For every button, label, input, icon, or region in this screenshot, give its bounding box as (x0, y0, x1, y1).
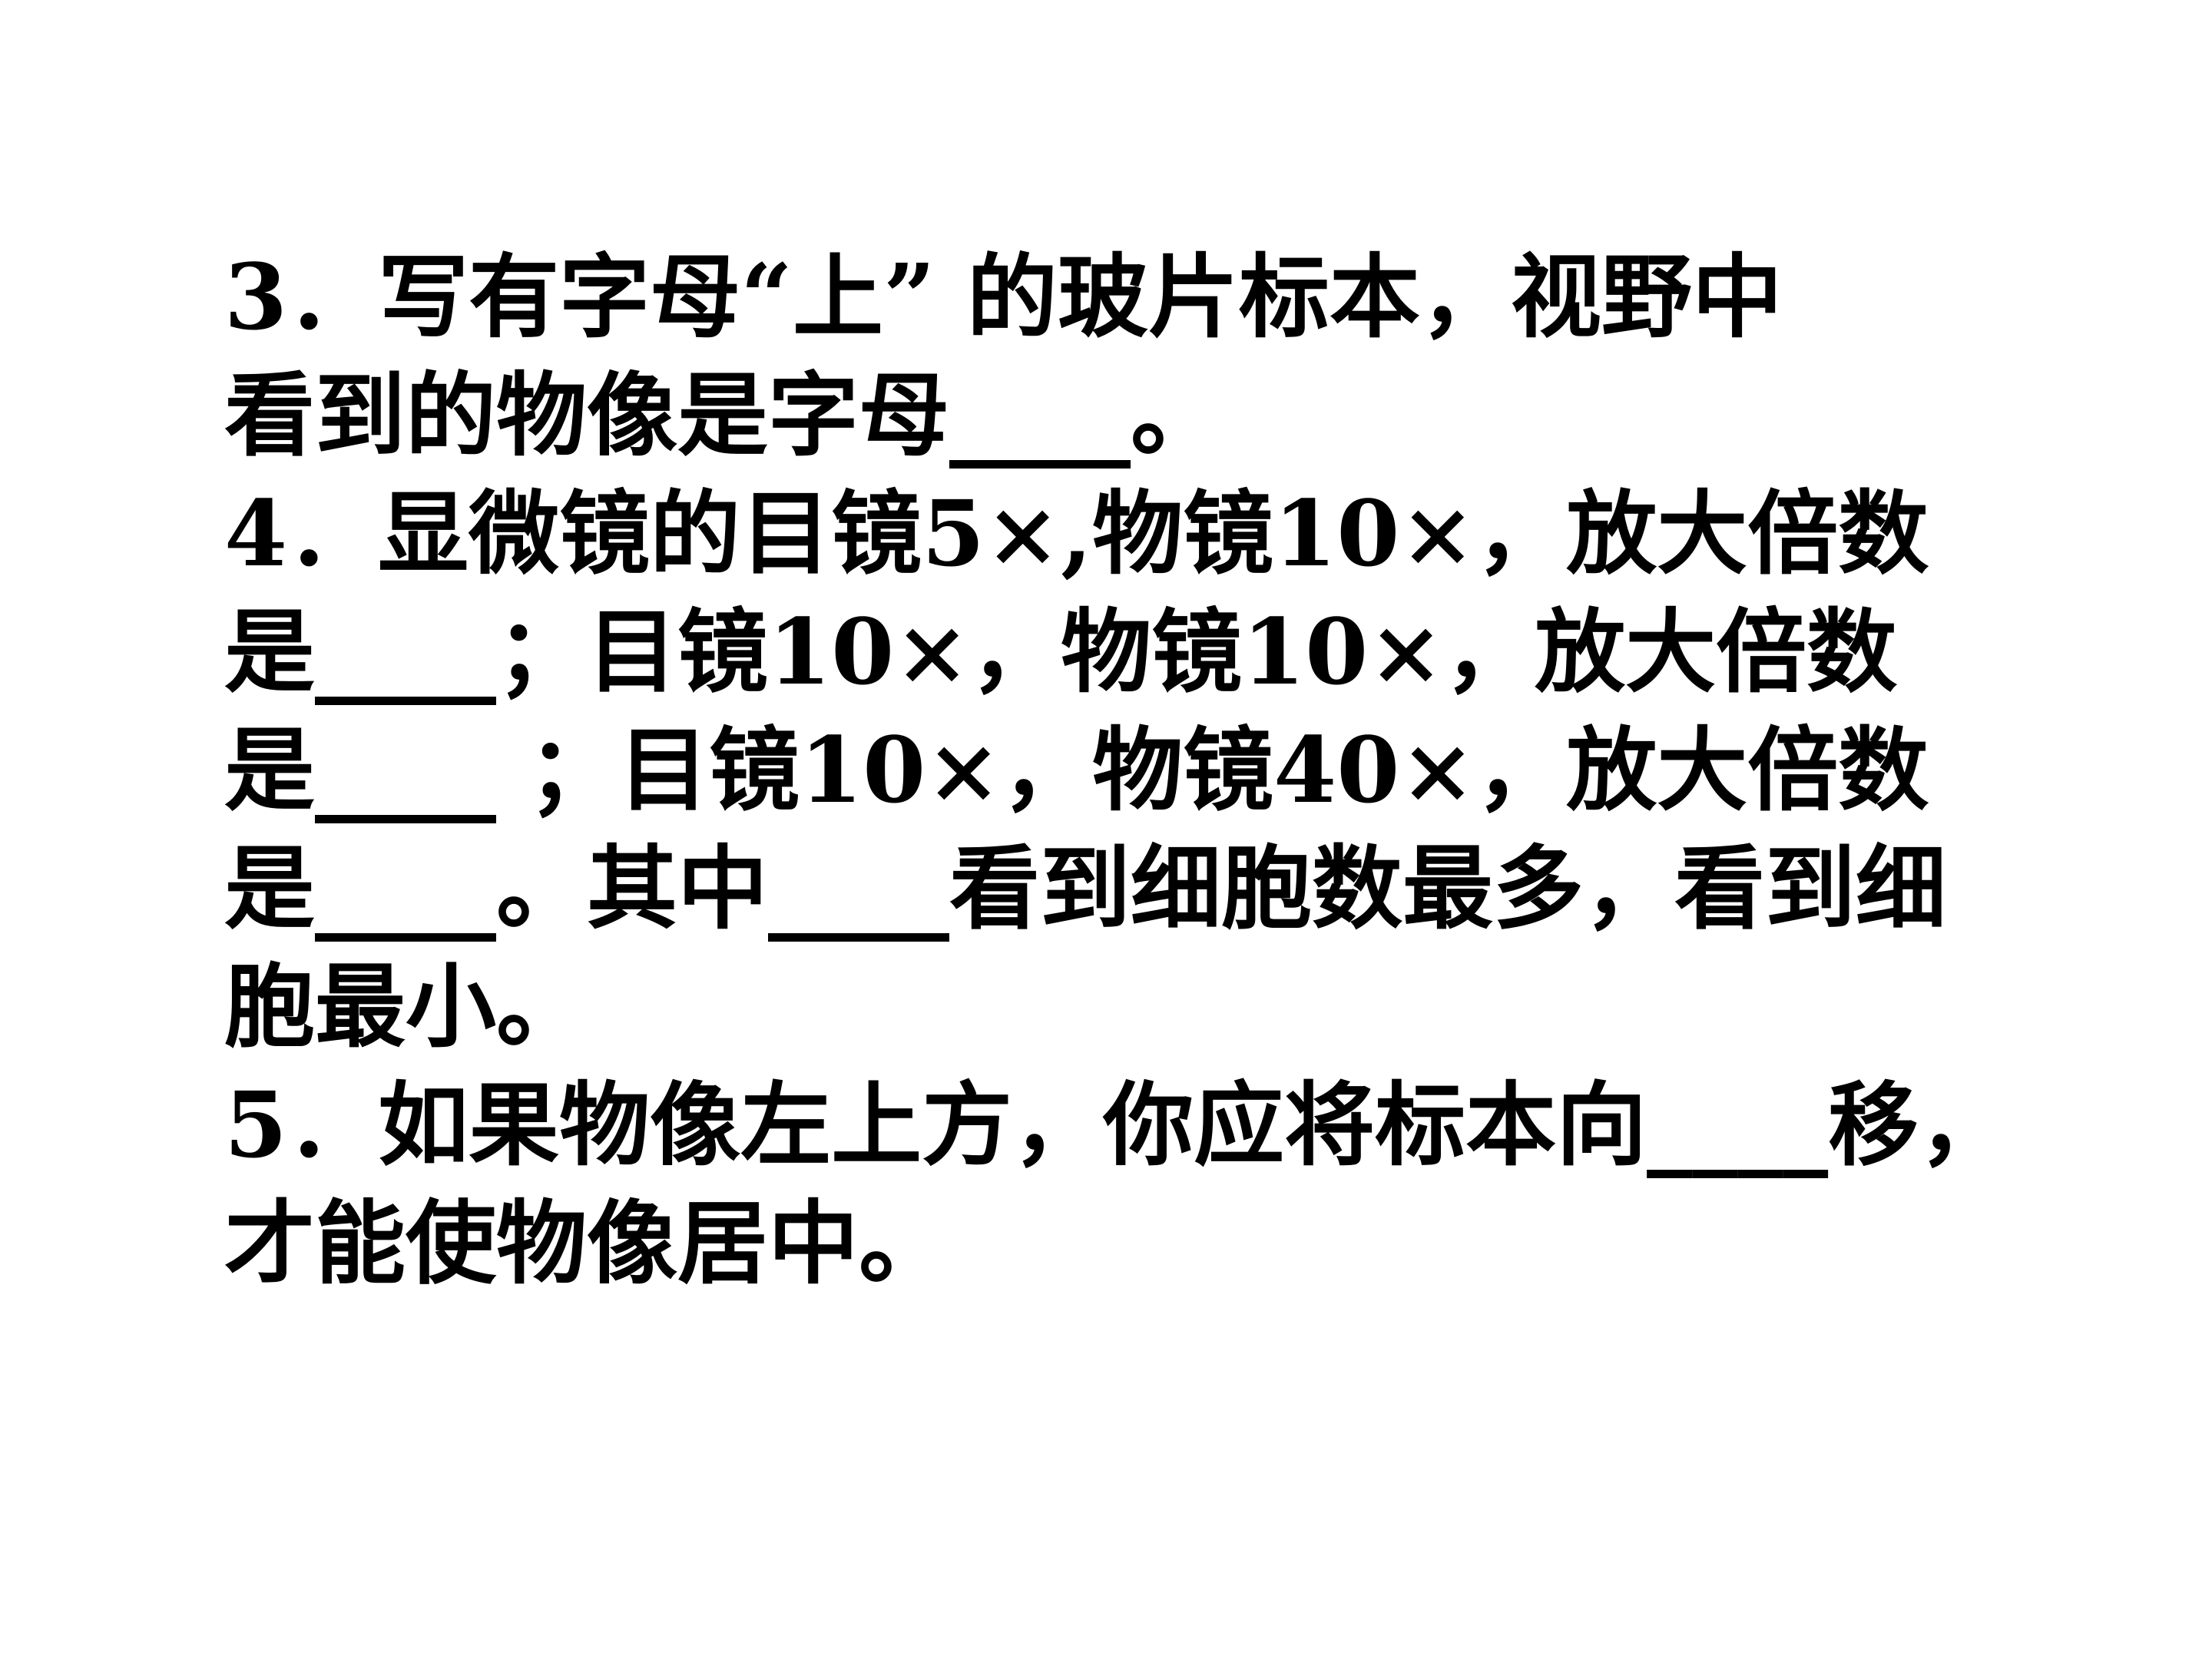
question-4-line-2: 是____；目镜10×，物镜10×，放大倍数 (224, 598, 1898, 705)
question-3-line-1: 3．写有字母“上” 的玻片标本，视野中 (224, 243, 1783, 350)
question-4-line-1: 4．显微镜的目镜5×,物镜10×，放大倍数 (224, 480, 1929, 587)
question-3-line-2: 看到的物像是字母____。 (224, 362, 1222, 469)
question-4-line-3: 是____ ；目镜10×，物镜40×，放大倍数 (224, 717, 1929, 823)
question-text-block: 3．写有字母“上” 的玻片标本，视野中 看到的物像是字母____。 4．显微镜的… (224, 238, 2098, 1303)
question-4-line-5: 胞最小。 (224, 953, 588, 1060)
question-4-line-4: 是____。其中____看到细胞数最多，看到细 (224, 835, 1947, 942)
question-5-line-2: 才能使物像居中。 (224, 1190, 950, 1296)
question-5-line-1: 5．如果物像左上方，你应将标本向____移， (224, 1071, 2010, 1178)
